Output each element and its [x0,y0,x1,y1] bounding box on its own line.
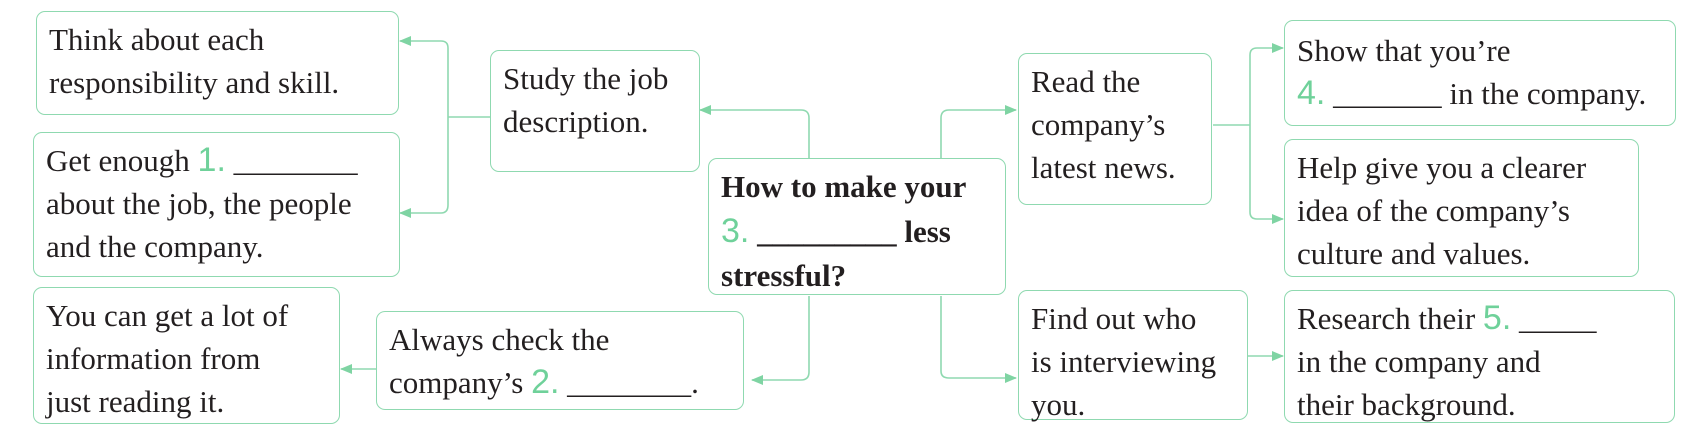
find-box: Find out who is interviewing you. [1018,290,1248,422]
center-line-2: 3. _________ less [721,209,993,254]
find-line-3: you. [1031,387,1086,422]
center-line-1: How to make your [721,169,967,204]
help-line-3: culture and values. [1297,236,1531,271]
research-line-1: Research their 5. _____ [1297,297,1662,340]
help-line-1: Help give you a clearer [1297,150,1587,185]
enough-line-3: and the company. [46,229,264,264]
news-line-2: company’s [1031,107,1166,142]
enough-box: Get enough 1. ________ about the job, th… [33,132,400,277]
help-line-2: idea of the company’s [1297,193,1570,228]
study-box: Study the job description. [490,50,700,172]
check-prefix: company’s [389,365,524,400]
study-line-2: description. [503,104,649,139]
blank-number-4: 4. [1297,74,1326,112]
connector-to-think [399,36,449,117]
research-line-3: their background. [1297,387,1516,422]
show-line-1: Show that you’re [1297,33,1511,68]
connector-center-to-check [751,296,810,385]
blank-1: ________ [233,143,358,178]
blank-number-5: 5. [1482,299,1512,337]
blank-2: ________. [567,365,699,400]
blank-3: _________ [757,214,897,249]
info-line-1: You can get a lot of [46,298,289,333]
info-box: You can get a lot of information from ju… [33,287,340,424]
blank-number-1: 1. [197,141,226,179]
info-line-2: information from [46,341,261,376]
think-line-1: Think about each [49,22,265,57]
news-line-3: latest news. [1031,150,1176,185]
center-question-box: How to make your 3. _________ less stres… [708,158,1006,295]
center-line-3: stressful? [721,258,847,293]
enough-line-2: about the job, the people [46,186,352,221]
blank-4: _______ [1333,76,1442,111]
help-box: Help give you a clearer idea of the comp… [1284,139,1639,277]
check-box: Always check the company’s 2. ________. [376,311,744,410]
show-suffix: in the company. [1449,76,1647,111]
think-box: Think about each responsibility and skil… [36,11,399,115]
think-line-2: responsibility and skill. [49,65,340,100]
enough-prefix: Get enough [46,143,190,178]
connector-center-to-study [699,105,810,160]
find-line-1: Find out who [1031,301,1197,336]
connector-center-to-news [940,105,1017,160]
news-box: Read the company’s latest news. [1018,53,1212,205]
blank-5: _____ [1519,301,1597,336]
study-line-1: Study the job [503,61,669,96]
find-line-2: is interviewing [1031,344,1217,379]
show-line-2: 4. _______ in the company. [1297,72,1663,115]
check-line-1: Always check the [389,322,610,357]
research-prefix: Research their [1297,301,1476,336]
center-tail: less [904,214,951,249]
enough-line-1: Get enough 1. ________ [46,139,387,182]
blank-number-2: 2. [531,363,560,401]
info-line-3: just reading it. [46,384,225,419]
connector-to-enough [399,117,449,218]
connector-center-to-find [940,296,1017,383]
news-line-1: Read the [1031,64,1141,99]
connector-to-show [1249,43,1284,125]
blank-number-3: 3. [721,212,750,250]
check-line-2: company’s 2. ________. [389,361,731,404]
research-line-2: in the company and [1297,344,1541,379]
connector-to-help [1249,125,1284,224]
research-box: Research their 5. _____ in the company a… [1284,290,1675,423]
show-box: Show that you’re 4. _______ in the compa… [1284,20,1676,126]
